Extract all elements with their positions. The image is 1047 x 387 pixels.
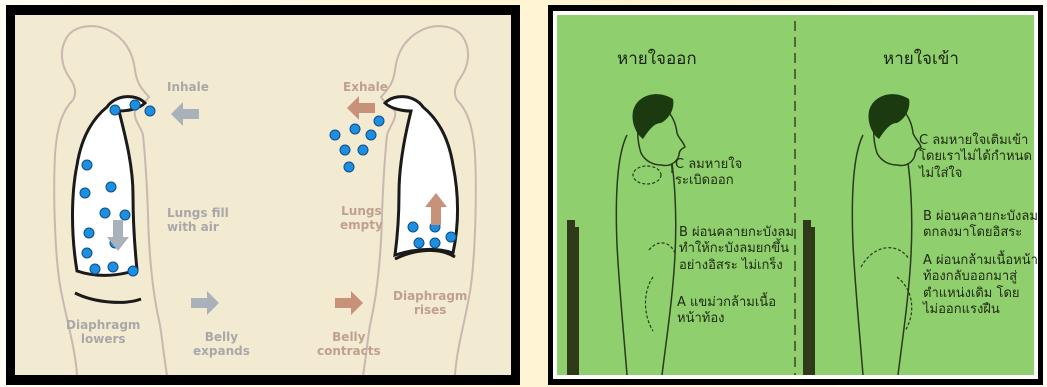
exhale-label: Exhale xyxy=(343,81,388,95)
breathing-diagram-canvas: Inhale Exhale Lungs fill with air Lungs … xyxy=(15,15,511,375)
inhale-step-c: C ลมหายใจเติมเข้า โดยเราไม่ได้กำหนด ไม่ใ… xyxy=(919,133,1032,182)
belly-expands-arrow-icon xyxy=(191,291,219,315)
exhale-step-c: C ลมหายใจ ระเบิดออก xyxy=(675,157,742,190)
inhale-title: หายใจเข้า xyxy=(883,45,959,72)
belly-contracts-arrow-icon xyxy=(335,291,363,315)
exhale-belly-area xyxy=(646,277,654,331)
exhale-lung-outline xyxy=(385,97,458,255)
exhale-chair xyxy=(567,220,579,375)
exhale-step-a: A แขม่วกล้ามเนื้อ หน้าท้อง xyxy=(677,295,776,328)
inhale-step-b: B ผ่อนคลายกะบังลม ตกลงมาโดยอิสระ xyxy=(923,209,1038,242)
lungs-fill-label: Lungs fill with air xyxy=(167,207,229,235)
breathing-diagram-panel: Inhale Exhale Lungs fill with air Lungs … xyxy=(6,5,520,385)
exhale-title: หายใจออก xyxy=(617,45,697,72)
inhale-arrow-icon xyxy=(171,102,199,126)
inhale-chair xyxy=(803,220,815,375)
inhale-label: Inhale xyxy=(167,81,209,95)
thai-panel-frame: หายใจออก หายใจเข้า C ลมหายใจ ระเบิดออก B… xyxy=(553,11,1038,379)
lungs-empty-label: Lungs empty xyxy=(340,205,383,233)
diaphragm-lowers-label: Diaphragm lowers xyxy=(66,319,140,347)
thai-panel-canvas: หายใจออก หายใจเข้า C ลมหายใจ ระเบิดออก B… xyxy=(557,15,1034,375)
exhale-breath-cloud xyxy=(633,166,661,184)
inhale-step-a: A ผ่อนกล้ามเนื้อหน้า ท้องกลับออกมาสู่ ตำ… xyxy=(923,253,1038,318)
exhale-person xyxy=(616,135,675,375)
diaphragm-rises-label: Diaphragm rises xyxy=(393,290,467,318)
inhale-diaphragm xyxy=(75,293,141,302)
exhale-diaphragm-dome xyxy=(649,243,675,253)
inhale-person xyxy=(852,135,911,375)
exhale-arrow-icon xyxy=(347,96,375,120)
belly-expands-label: Belly expands xyxy=(193,331,250,359)
thai-breathing-panel: หายใจออก หายใจเข้า C ลมหายใจ ระเบิดออก B… xyxy=(548,5,1043,385)
inhale-diaphragm-dome xyxy=(861,248,909,267)
exhale-step-b: B ผ่อนคลายกะบังลม ทำให้กะบังลมยกขึ้น อย่… xyxy=(679,225,794,274)
belly-contracts-label: Belly contracts xyxy=(317,331,381,359)
